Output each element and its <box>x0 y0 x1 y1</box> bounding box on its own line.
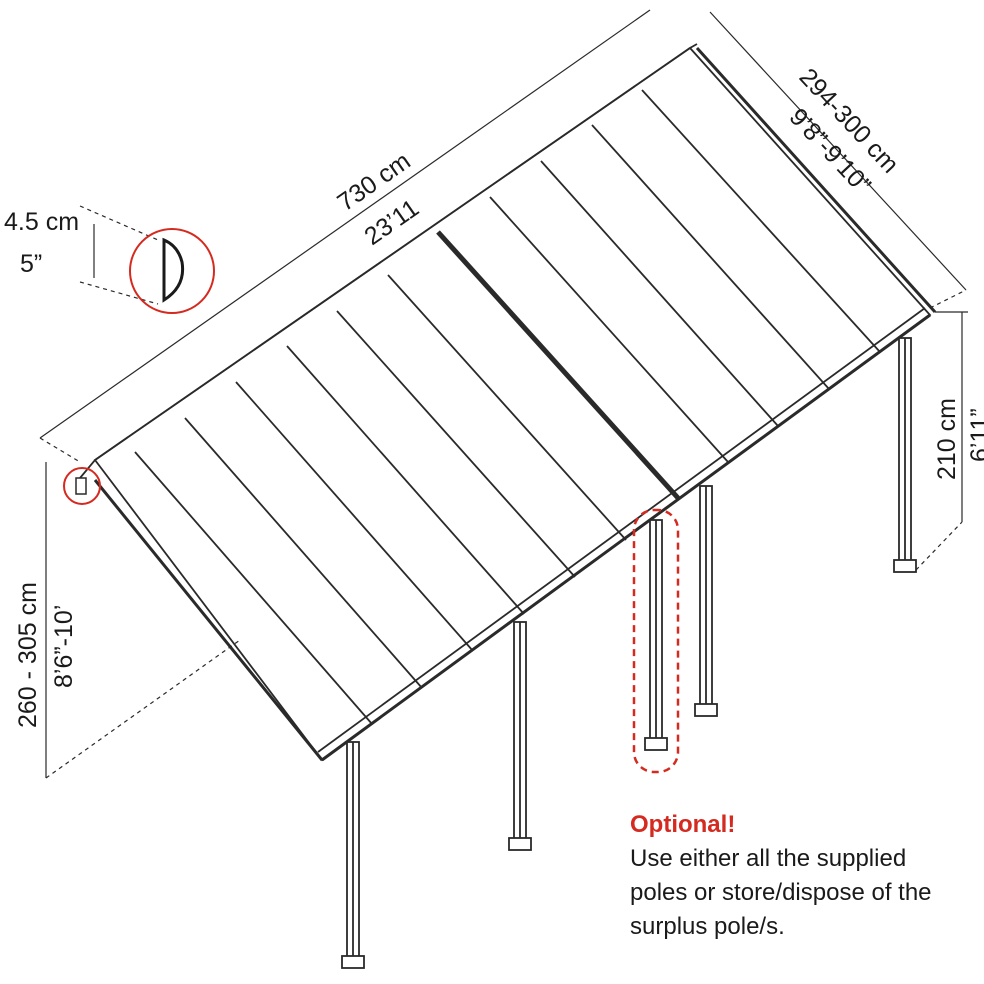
panel-divider <box>286 345 525 615</box>
front-height-cm-label: 210 cm <box>933 398 961 480</box>
panel-divider <box>489 196 729 463</box>
post-back-right <box>893 337 917 573</box>
gutter-detail-circle <box>129 228 215 314</box>
gutter-detail <box>63 228 215 505</box>
gutter-in-label: 5” <box>20 250 42 278</box>
roof-outline <box>93 46 932 762</box>
gutter-guide-bottom <box>79 281 159 305</box>
panel-divider <box>235 381 474 652</box>
panel-divider <box>134 451 373 725</box>
width-tick-right <box>929 289 967 309</box>
panel-divider <box>387 274 627 541</box>
panel-divider <box>184 417 423 689</box>
length-dim-line <box>39 9 651 439</box>
width-dim-line <box>709 11 967 291</box>
gutter-guide-top <box>79 205 159 241</box>
post-front-right <box>694 485 718 717</box>
roof-left-edge <box>93 479 324 761</box>
front-height-tick-bottom <box>915 521 963 571</box>
optional-note-title: Optional! <box>630 811 736 838</box>
length-tick-left <box>39 437 81 463</box>
post-front-left <box>341 741 365 969</box>
roof-front-beam <box>321 313 931 762</box>
post-optional <box>644 519 668 751</box>
roof-front-beam-inner <box>317 307 926 753</box>
back-height-ft-label: 8’6”-10’ <box>50 605 78 688</box>
optional-note-line: poles or store/dispose of the <box>630 879 932 906</box>
front-height-ft-label: 6’11” <box>966 408 984 462</box>
optional-note-line: surplus pole/s. <box>630 913 785 940</box>
dimension-lines <box>39 9 968 779</box>
posts <box>341 337 917 969</box>
length-ft-label: 23’11 <box>359 194 424 251</box>
panel-divider <box>591 124 830 390</box>
panel-dividers <box>134 89 881 725</box>
panel-divider <box>336 310 576 578</box>
optional-note: Optional! Use either all the supplied po… <box>630 808 970 944</box>
panel-divider <box>641 89 881 353</box>
optional-note-line: Use either all the supplied <box>630 845 907 872</box>
panel-divider-center <box>436 230 680 500</box>
gutter-profile <box>162 237 185 303</box>
roof <box>79 43 937 762</box>
roof-right-edge <box>695 46 937 314</box>
gutter-callout-circle <box>63 467 101 505</box>
panel-divider <box>540 160 779 427</box>
back-height-cm-label: 260 - 305 cm <box>14 582 42 728</box>
optional-pole-highlight <box>632 508 680 774</box>
gutter-cm-label: 4.5 cm <box>4 208 79 236</box>
post-front-middle <box>508 621 532 851</box>
gutter-end <box>75 477 87 495</box>
